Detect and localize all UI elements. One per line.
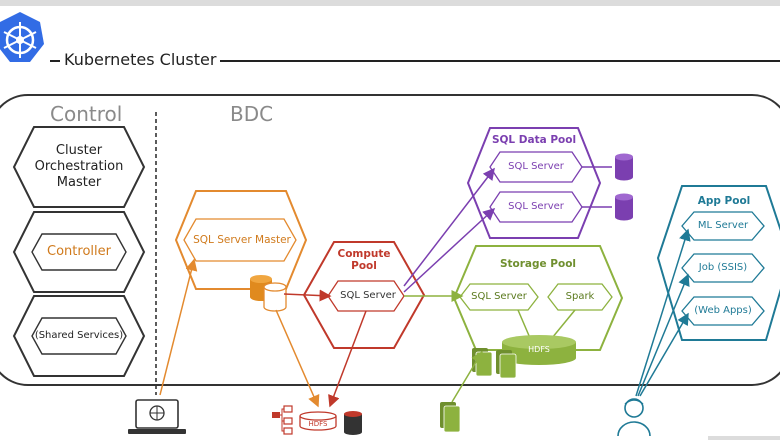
controller-inner-hex <box>31 233 127 271</box>
app-pool-title: App Pool <box>697 195 751 207</box>
compute-to-data-node-2-arrow <box>403 207 496 293</box>
storage-spark-hex <box>547 283 613 311</box>
master-to-hdfs-arrow <box>275 309 320 408</box>
shared-inner-hex <box>31 317 127 355</box>
compute-to-hdfs-arrow <box>328 310 367 408</box>
bottom-database-icon <box>344 411 362 435</box>
app-item-3-label: (Web Apps) <box>694 305 752 316</box>
laptop-icon <box>128 399 186 434</box>
master-database-icon <box>250 275 287 312</box>
data-node-1-hex <box>489 151 583 183</box>
bottom-strip <box>708 436 780 440</box>
data-pool-db-1-icon <box>615 153 633 181</box>
storage-hdfs-label: HDFS <box>528 345 550 354</box>
compute-to-data-node-1-arrow <box>403 167 495 287</box>
data-pool-db-2-icon <box>615 193 633 221</box>
app-item-1-hex <box>681 211 765 241</box>
master-inner-hex <box>183 218 297 262</box>
app-item-3-hex <box>681 296 765 326</box>
kubernetes-logo-icon <box>0 12 44 62</box>
orchestration-label: Cluster Orchestration Master <box>34 142 124 191</box>
user-icon <box>617 398 651 437</box>
app-item-1-label: ML Server <box>697 220 749 231</box>
storage-files-icon <box>472 348 517 379</box>
cluster-title: Kubernetes Cluster <box>60 50 221 69</box>
bottom-hdfs-icon <box>299 411 337 431</box>
storage-spark-hdfs-link <box>551 309 576 339</box>
shared-services-label: (Shared Services) <box>34 329 124 341</box>
compute-pool-title: Compute Pool <box>337 248 391 272</box>
data-node-2-hex <box>489 191 583 223</box>
files-icon <box>440 402 461 433</box>
user-to-web-apps-arrow <box>639 312 689 397</box>
controller-label: Controller <box>47 243 111 259</box>
app-item-2-hex <box>681 253 765 283</box>
data-pool-hex <box>466 127 602 239</box>
app-item-2-label: Job (SSIS) <box>698 262 748 273</box>
app-pool-hex <box>656 185 780 341</box>
data-pool-title: SQL Data Pool <box>491 134 577 146</box>
master-to-compute-arrow <box>283 289 332 302</box>
network-hierarchy-icon <box>272 405 293 435</box>
user-to-job-arrow <box>637 273 690 397</box>
storage-pool-title: Storage Pool <box>499 258 577 270</box>
user-to-ml-server-arrow <box>635 228 691 397</box>
top-bar <box>0 0 780 6</box>
bottom-hdfs-label: HDFS <box>308 420 328 428</box>
master-label: SQL Server Master <box>193 234 291 247</box>
orchestration-hex <box>12 126 146 208</box>
storage-spark-label: Spark <box>565 291 595 302</box>
data-node-2-label: SQL Server <box>508 201 564 212</box>
hdfs-cylinder-icon <box>502 335 576 365</box>
storage-sql-hdfs-link <box>517 309 531 339</box>
storage-sql-label: SQL Server <box>471 291 527 302</box>
controller-hex <box>12 211 146 293</box>
bdc-section-title: BDC <box>230 102 274 126</box>
cluster-boundary <box>0 94 780 386</box>
laptop-to-master-arrow <box>159 258 198 396</box>
shared-services-hex <box>12 295 146 377</box>
compute-node-label: SQL Server <box>340 290 396 301</box>
data-node-1-label: SQL Server <box>508 161 564 172</box>
control-section-title: Control <box>50 102 123 126</box>
files-to-storage-arrow <box>451 350 483 403</box>
